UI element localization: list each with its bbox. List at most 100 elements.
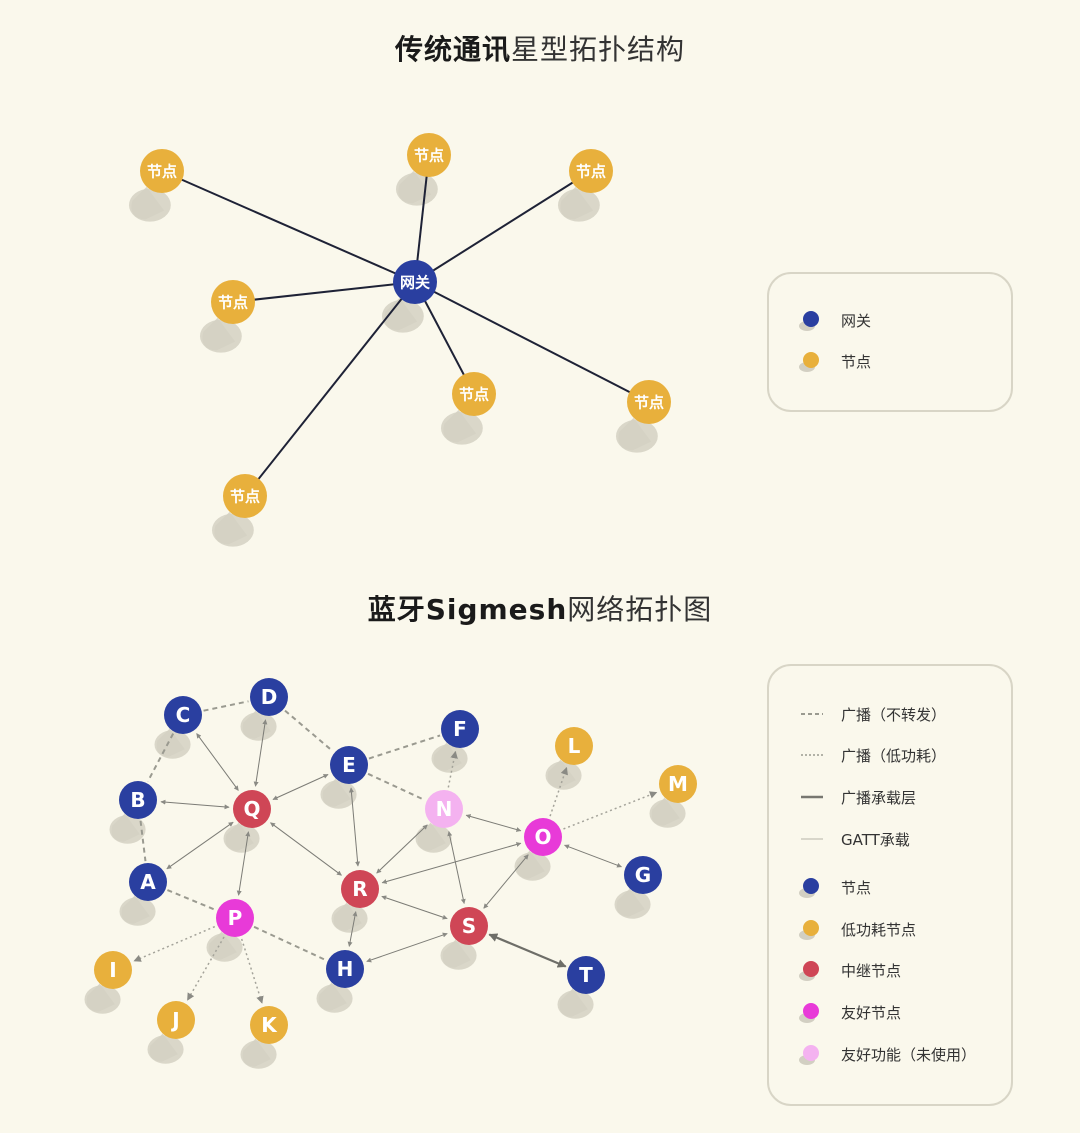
mesh-node-S-circle <box>450 907 488 945</box>
legend-label-gatt-bearer: GATT承载 <box>841 831 910 849</box>
link-dashed-E-N <box>367 772 426 802</box>
legend-item-friend-node: 友好节点 <box>769 998 1011 1026</box>
mesh-shadow-A-blob <box>119 897 156 926</box>
link-dashed-C-D <box>203 700 249 712</box>
mesh-node-Q-circle <box>233 790 271 828</box>
mesh-node-K-label: K <box>261 1013 278 1037</box>
link-bearer-S-T <box>488 933 567 968</box>
legend-item-broadcast-bearer: 广播承载层 <box>769 783 1011 811</box>
legend-item-broadcast-low-power: 广播（低功耗） <box>769 741 1011 769</box>
mesh-node-D-circle <box>250 678 288 716</box>
mesh-node-J-label: J <box>170 1008 179 1032</box>
mesh-title-light: 网络拓扑图 <box>567 593 713 626</box>
mesh-legend: 广播（不转发） 广播（低功耗） 广播承载层 GATT承载 节点 低功耗节点 中继… <box>767 664 1013 1106</box>
dotted-line-icon <box>801 754 823 756</box>
mesh-node-F-circle <box>441 710 479 748</box>
legend-label-friend-unused: 友好功能（未使用） <box>841 1046 977 1064</box>
mesh-node-H-circle <box>326 950 364 988</box>
legend-label-low-power-node: 低功耗节点 <box>841 921 917 939</box>
mesh-shadow-R-blob <box>331 904 368 933</box>
star-link-3 <box>232 281 416 303</box>
mesh-shadow-H-blob <box>316 984 353 1013</box>
legend-label-gateway: 网关 <box>841 312 872 330</box>
mesh-node-B-circle <box>119 781 157 819</box>
mesh-node-P-label: P <box>228 906 243 930</box>
star-title-light: 星型拓扑结构 <box>511 33 686 66</box>
mesh-node-Q-label: Q <box>243 797 260 821</box>
legend-item-gateway: 网关 <box>769 306 1011 334</box>
legend-item-node-type: 节点 <box>769 873 1011 901</box>
link-gatt-R-H <box>347 911 358 947</box>
mesh-node-M-circle <box>659 765 697 803</box>
thin-line-icon <box>801 838 823 840</box>
star-node-5-label: 节点 <box>634 393 664 411</box>
mesh-shadow-Q-blob <box>223 824 260 853</box>
mesh-node-O-label: O <box>534 825 551 849</box>
link-gatt-Q-D <box>253 719 268 787</box>
legend-item-low-power-node: 低功耗节点 <box>769 915 1011 943</box>
link-gatt-R-N <box>376 824 428 874</box>
link-gatt-Q-E <box>272 774 329 800</box>
star-legend: 网关 节点 <box>767 272 1013 412</box>
mesh-shadow-B-blob <box>109 815 146 844</box>
star-node-0-circle <box>140 149 184 193</box>
mesh-node-I-label: I <box>109 958 116 982</box>
mesh-shadow-D-blob <box>240 712 277 741</box>
link-dashed-D-E <box>284 709 334 753</box>
star-link-5 <box>414 281 650 403</box>
legend-item-friend-unused: 友好功能（未使用） <box>769 1040 1011 1068</box>
link-gatt-S-H <box>366 932 448 963</box>
mesh-node-K-circle <box>250 1006 288 1044</box>
legend-label-relay-node: 中继节点 <box>841 962 902 980</box>
mesh-node-I-circle <box>94 951 132 989</box>
mesh-shadow-T-blob <box>557 990 594 1019</box>
star-node-5-circle <box>627 380 671 424</box>
star-node-shadow-5-blob <box>616 419 658 453</box>
mesh-shadow-P-blob <box>206 933 243 962</box>
mesh-shadows <box>84 710 686 1069</box>
link-gatt-N-O <box>465 814 522 832</box>
link-gatt-Q-C <box>196 733 239 791</box>
star-node-shadow-6-blob <box>212 513 254 547</box>
mesh-node-N-circle <box>425 790 463 828</box>
link-gatt-R-O <box>381 842 522 884</box>
star-link-2 <box>414 170 592 283</box>
legend-label-broadcast-low-power: 广播（低功耗） <box>841 747 947 765</box>
mesh-shadow-N-blob <box>415 824 452 853</box>
link-dotted-P-K <box>240 938 264 1004</box>
mesh-node-G-circle <box>624 856 662 894</box>
star-topology-diagram: 节点节点节点节点节点节点节点网关 <box>129 133 671 547</box>
link-dashed-C-B <box>146 733 175 782</box>
mesh-shadow-S-blob <box>440 941 477 970</box>
star-node-shadow-1-blob <box>396 172 438 206</box>
mesh-shadow-M-blob <box>649 799 686 828</box>
link-gatt-Q-A <box>166 821 234 870</box>
legend-label-node: 节点 <box>841 353 872 371</box>
legend-item-node: 节点 <box>769 347 1011 375</box>
mesh-node-H-label: H <box>337 957 354 981</box>
mesh-shadow-O-blob <box>514 852 551 881</box>
star-nodes: 节点节点节点节点节点节点节点网关 <box>140 133 671 518</box>
star-node-3-circle <box>211 280 255 324</box>
gateway-node-label: 网关 <box>400 273 430 291</box>
star-node-1-circle <box>407 133 451 177</box>
legend-label-broadcast-no-relay: 广播（不转发） <box>841 706 947 724</box>
star-node-shadow-4-blob <box>441 411 483 445</box>
mesh-shadow-E-blob <box>320 780 357 809</box>
link-gatt-Q-R <box>270 822 342 876</box>
mesh-shadow-G-blob <box>614 890 651 919</box>
mesh-shadow-K-blob <box>240 1040 277 1069</box>
legend-label-broadcast-bearer: 广播承载层 <box>841 789 917 807</box>
mesh-links <box>133 700 658 1004</box>
mesh-node-T-circle <box>567 956 605 994</box>
mesh-shadow-L-blob <box>545 761 582 790</box>
gateway-swatch-icon <box>799 311 819 331</box>
mesh-node-C-circle <box>164 696 202 734</box>
star-node-2-circle <box>569 149 613 193</box>
mesh-node-L-circle <box>555 727 593 765</box>
star-link-0 <box>161 170 416 283</box>
friend-unused-swatch-icon <box>799 1045 819 1065</box>
star-node-3-label: 节点 <box>218 293 248 311</box>
